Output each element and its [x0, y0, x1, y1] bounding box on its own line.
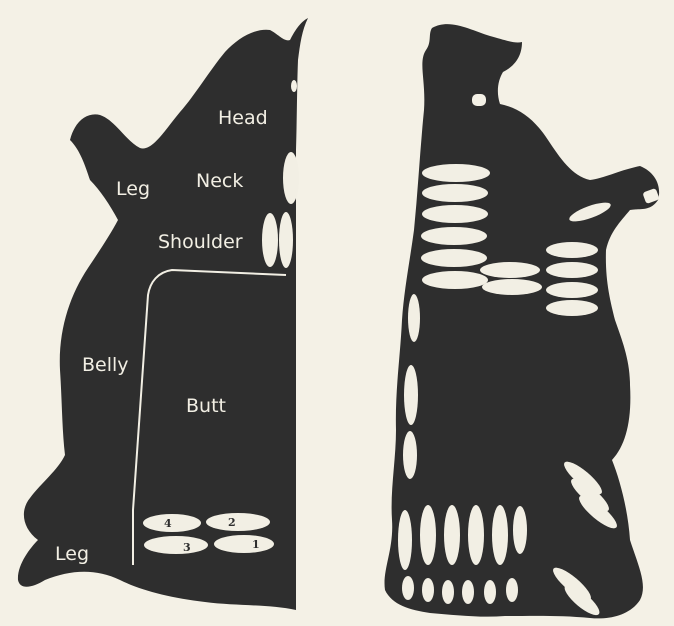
right-strip-u8 [482, 279, 542, 295]
left-strip-1 [283, 152, 299, 204]
right-bstrip-2 [420, 505, 436, 565]
label-leg-lower: Leg [55, 543, 89, 565]
right-head-notch [472, 94, 486, 106]
right-bstrip-1 [398, 510, 412, 570]
right-strip-u1 [422, 164, 490, 182]
right-strip-u6 [422, 271, 488, 289]
sample-piece-1 [214, 535, 274, 553]
right-strip-u4 [421, 227, 487, 245]
sample-piece-4 [143, 514, 201, 532]
right-vstrip-2 [404, 365, 418, 425]
label-leg-upper: Leg [116, 178, 150, 200]
sample-number-1: 1 [252, 538, 260, 551]
right-strip-u7 [480, 262, 540, 278]
right-brow-4 [462, 580, 474, 604]
right-vstrip-1 [408, 294, 420, 342]
label-butt: Butt [186, 395, 226, 417]
right-bstrip-6 [513, 506, 527, 554]
right-brow-2 [422, 578, 434, 602]
label-belly: Belly [82, 354, 129, 376]
right-strip-u2 [422, 184, 488, 202]
label-shoulder: Shoulder [158, 231, 243, 253]
right-strip-u5 [421, 249, 487, 267]
right-bstrip-3 [444, 505, 460, 565]
right-bstrip-4 [468, 505, 484, 565]
sample-number-4: 4 [164, 517, 172, 530]
right-bstrip-5 [492, 505, 508, 565]
right-brow-6 [506, 578, 518, 602]
right-strip-u3 [422, 205, 488, 223]
label-head: Head [218, 107, 268, 129]
right-strip-s2 [546, 262, 598, 278]
left-head-mark [291, 80, 297, 92]
sample-number-2: 2 [228, 516, 236, 529]
right-strip-s4 [546, 300, 598, 316]
sample-piece-2 [206, 513, 270, 531]
right-brow-1 [402, 576, 414, 600]
right-vstrip-3 [403, 431, 417, 479]
right-strip-s3 [546, 282, 598, 298]
right-strip-s1 [546, 242, 598, 258]
left-strip-2 [262, 213, 278, 267]
label-neck: Neck [196, 170, 243, 192]
sample-number-3: 3 [183, 541, 191, 554]
right-brow-5 [484, 580, 496, 604]
right-brow-3 [442, 580, 454, 604]
left-strip-3 [279, 212, 293, 268]
sample-piece-3 [144, 536, 208, 554]
